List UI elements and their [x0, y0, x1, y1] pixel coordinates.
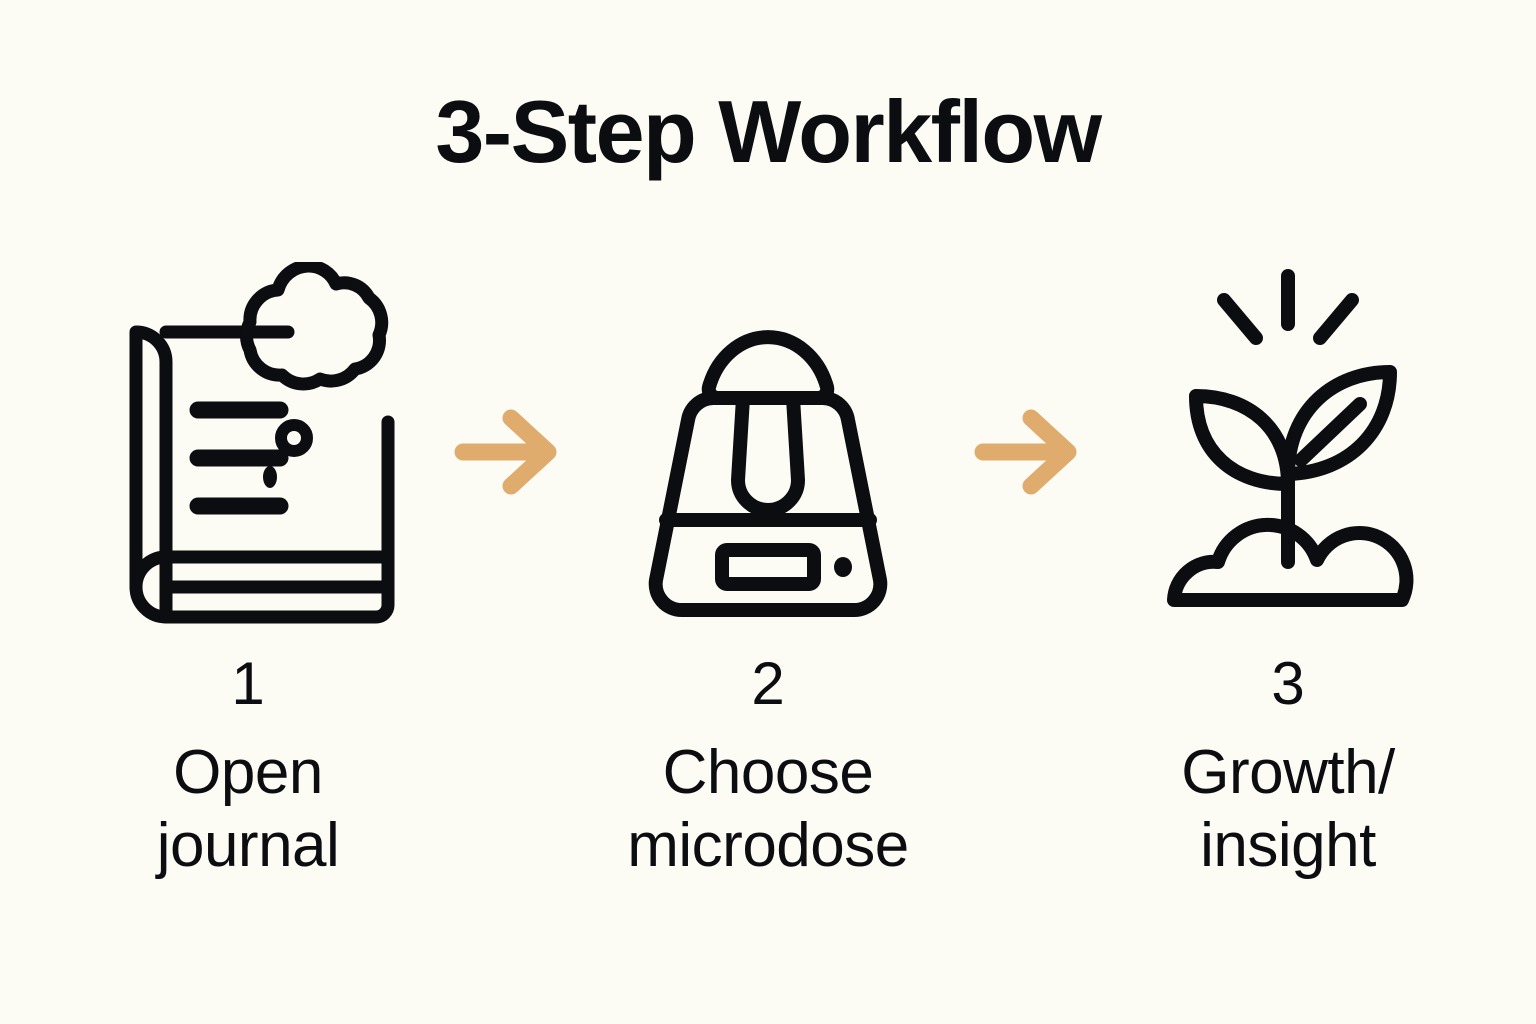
- step-2-icon-container: [618, 262, 918, 642]
- journal-thought-icon: [129, 262, 395, 624]
- steps-row: 1 Open journal: [78, 262, 1458, 882]
- arrow-right-icon: [454, 409, 557, 495]
- step-3-icon-container: [1138, 262, 1438, 642]
- thought-bubble-dot: [263, 466, 277, 488]
- step-2-label: Choose microdose: [627, 738, 909, 881]
- connector-2: [963, 262, 1093, 642]
- thought-bubble-ring: [275, 419, 313, 457]
- step-1-number: 1: [231, 650, 265, 717]
- step-3-number: 3: [1271, 650, 1305, 717]
- page-title: 3-Step Workflow: [435, 82, 1102, 181]
- step-1-icon-container: [98, 262, 398, 642]
- step-3-label: Growth/ insight: [1181, 738, 1395, 881]
- connector-1: [443, 262, 573, 642]
- sprout-growth-icon: [1167, 269, 1414, 607]
- step-2: 2 Choose microdose: [598, 262, 938, 882]
- step-1-label: Open journal: [156, 738, 340, 881]
- insight-rays: [1217, 269, 1359, 345]
- scale-indicator-dot: [834, 557, 852, 577]
- step-3: 3 Growth/ insight: [1118, 262, 1458, 882]
- arrow-right-icon: [974, 409, 1077, 495]
- step-1: 1 Open journal: [78, 262, 418, 882]
- step-2-number: 2: [751, 650, 785, 717]
- mushroom-scale-icon: [648, 330, 888, 618]
